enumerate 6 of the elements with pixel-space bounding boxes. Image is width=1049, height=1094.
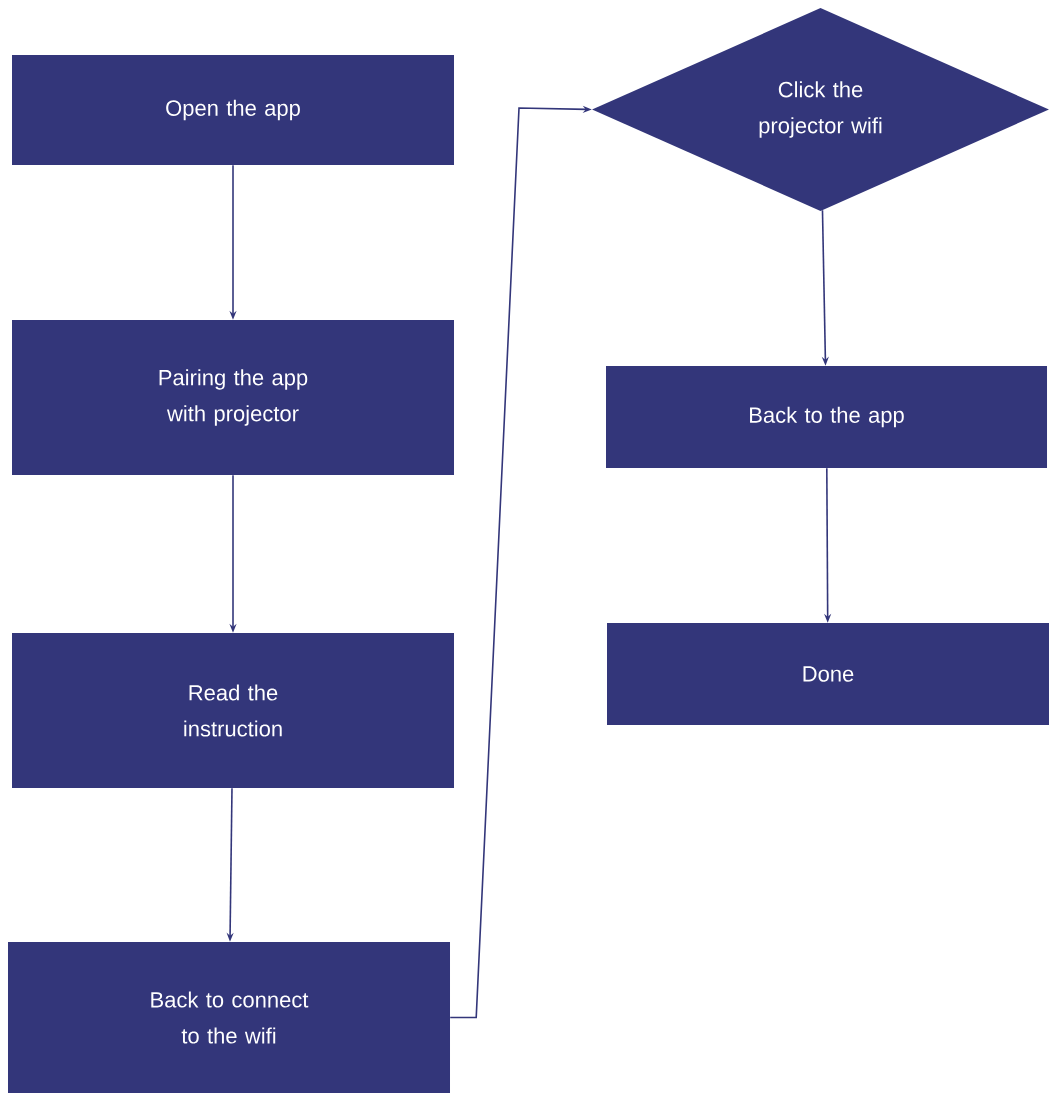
- process-box: Open the app: [12, 55, 454, 165]
- process-box: Back to the app: [606, 366, 1047, 468]
- process-box: Read the instruction: [12, 633, 454, 788]
- process-box: Done: [607, 623, 1049, 725]
- process-box: Pairing the app with projector: [12, 320, 454, 475]
- process-box: Back to connect to the wifi: [8, 942, 450, 1093]
